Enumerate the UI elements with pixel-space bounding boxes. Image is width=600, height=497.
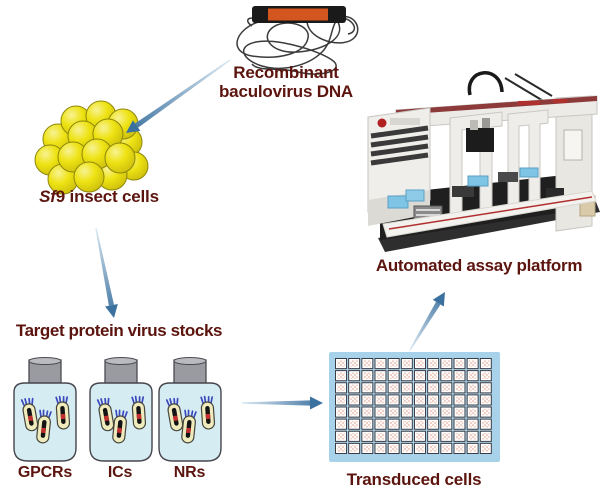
microplate-graphic <box>329 352 500 462</box>
virus-stock-bottles <box>14 358 221 462</box>
sf9-label-rest: 9 insect cells <box>55 187 159 206</box>
bottle-label-ics: ICs <box>107 464 133 481</box>
gene-cassette-icon <box>252 6 346 23</box>
flow-arrows <box>95 59 445 410</box>
bottle-label-gpcrs: GPCRs <box>17 464 73 481</box>
bottle-label-nrs: NRs <box>173 464 206 481</box>
dna-label-line2: baculovirus DNA <box>219 82 353 102</box>
assay-platform-graphic <box>367 71 600 252</box>
sf9-label-italic: Sf <box>39 187 56 206</box>
transduced-cells-label: Transduced cells <box>346 470 482 489</box>
recombinant-dna-graphic <box>236 6 359 75</box>
sf9-cells-graphic <box>34 100 149 195</box>
virus-stocks-title: Target protein virus stocks <box>15 321 223 340</box>
sf9-cells-label: Sf9 insect cells <box>14 187 184 206</box>
dna-label: Recombinant baculovirus DNA <box>196 63 376 101</box>
dna-label-line1: Recombinant <box>233 63 339 82</box>
assay-platform-label: Automated assay platform <box>375 256 583 275</box>
